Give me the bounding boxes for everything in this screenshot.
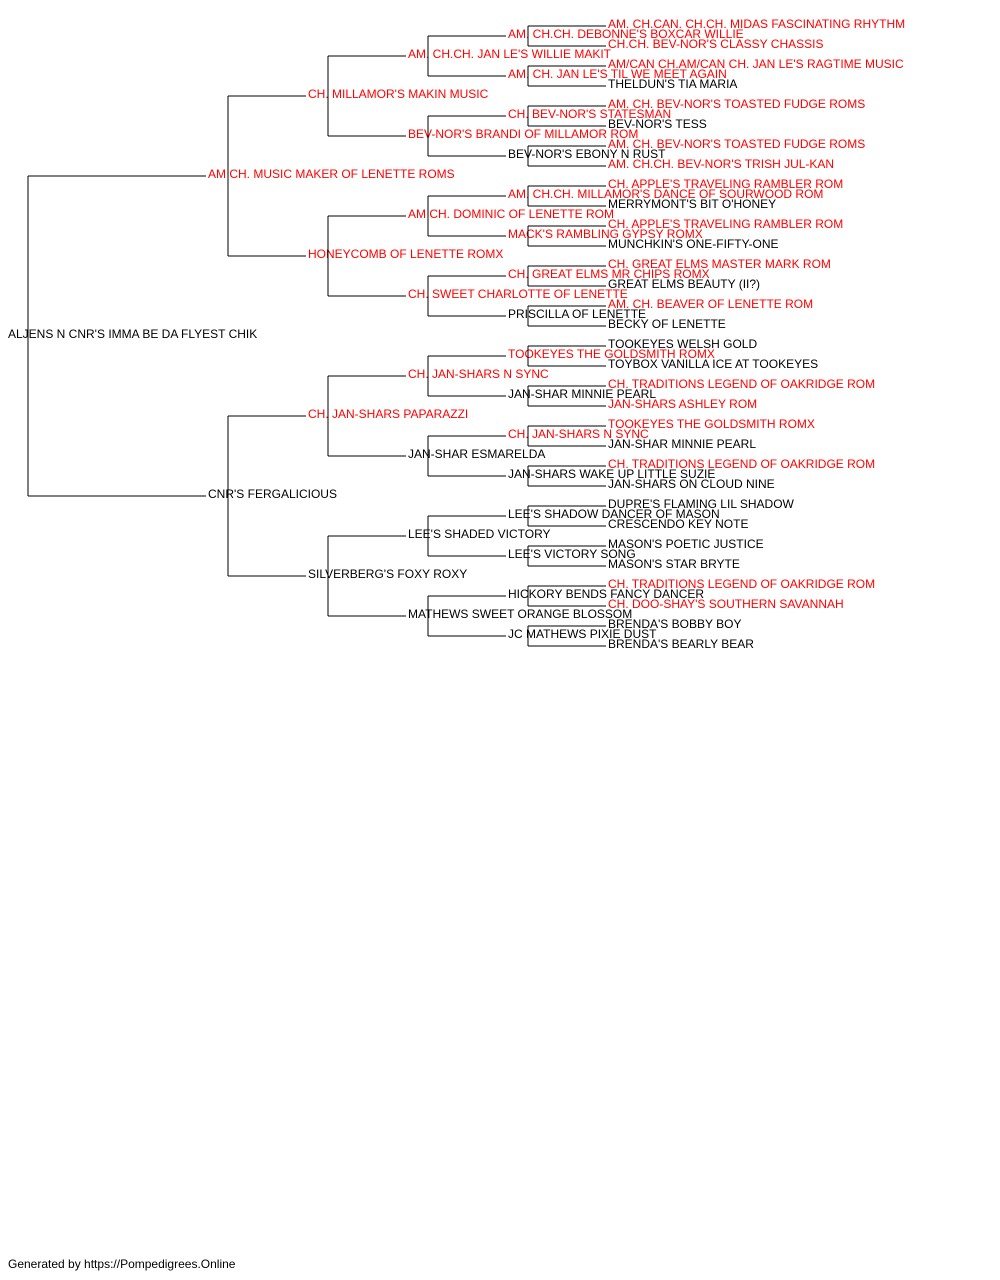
ancestor-name-gen2: CH. MILLAMOR'S MAKIN MUSIC bbox=[308, 87, 489, 101]
ancestor-name-gen5: MERRYMONT'S BIT O'HONEY bbox=[608, 197, 776, 211]
ancestor-name-gen3: AM CH. DOMINIC OF LENETTE ROM bbox=[408, 207, 614, 221]
ancestor-name-gen5: CH.CH. BEV-NOR'S CLASSY CHASSIS bbox=[608, 37, 823, 51]
ancestor-name-gen5: MASON'S STAR BRYTE bbox=[608, 557, 740, 571]
ancestor-name-gen5: AM. CH. BEV-NOR'S TOASTED FUDGE ROMS bbox=[608, 137, 865, 151]
ancestor-name-gen5: CH. GREAT ELMS MASTER MARK ROM bbox=[608, 257, 831, 271]
ancestor-name-gen5: CH. TRADITIONS LEGEND OF OAKRIDGE ROM bbox=[608, 457, 875, 471]
ancestor-name-gen5: GREAT ELMS BEAUTY (II?) bbox=[608, 277, 760, 291]
ancestor-name-gen5: AM/CAN CH.AM/CAN CH. JAN LE'S RAGTIME MU… bbox=[608, 57, 904, 71]
ancestor-name-gen5: CH. APPLE'S TRAVELING RAMBLER ROM bbox=[608, 177, 843, 191]
ancestor-name-gen4: HICKORY BENDS FANCY DANCER bbox=[508, 587, 704, 601]
ancestor-name-gen5: CH. DOO-SHAY'S SOUTHERN SAVANNAH bbox=[608, 597, 844, 611]
ancestor-name-gen5: MASON'S POETIC JUSTICE bbox=[608, 537, 764, 551]
ancestor-name-gen5: DUPRE'S FLAMING LIL SHADOW bbox=[608, 497, 795, 511]
ancestor-name-gen4: MACK'S RAMBLING GYPSY ROMX bbox=[508, 227, 703, 241]
ancestor-name-gen5: AM. CH. BEV-NOR'S TOASTED FUDGE ROMS bbox=[608, 97, 865, 111]
footer-credit: Generated by https://Pompedigrees.Online bbox=[8, 1257, 236, 1271]
ancestor-name-gen5: JAN-SHARS ASHLEY ROM bbox=[608, 397, 757, 411]
ancestor-name-gen5: CH. TRADITIONS LEGEND OF OAKRIDGE ROM bbox=[608, 377, 875, 391]
ancestor-name-gen4: LEE'S SHADOW DANCER OF MASON bbox=[508, 507, 720, 521]
ancestor-name-gen5: TOOKEYES WELSH GOLD bbox=[608, 337, 757, 351]
ancestor-name-gen4: CH. JAN-SHARS N SYNC bbox=[508, 427, 649, 441]
ancestor-name-gen5: MUNCHKIN'S ONE-FIFTY-ONE bbox=[608, 237, 779, 251]
ancestor-name-gen5: JAN-SHARS ON CLOUD NINE bbox=[608, 477, 775, 491]
ancestor-name-gen5: AM. CH.CH. BEV-NOR'S TRISH JUL-KAN bbox=[608, 157, 834, 171]
ancestor-name-gen4: LEE'S VICTORY SONG bbox=[508, 547, 636, 561]
ancestor-name-gen4: AM. CH.CH. MILLAMOR'S DANCE OF SOURWOOD … bbox=[508, 187, 823, 201]
ancestor-name-gen5: CRESCENDO KEY NOTE bbox=[608, 517, 748, 531]
ancestor-name-gen5: THELDUN'S TIA MARIA bbox=[608, 77, 737, 91]
ancestor-name-gen4: BEV-NOR'S EBONY N RUST bbox=[508, 147, 666, 161]
ancestor-name-gen3: LEE'S SHADED VICTORY bbox=[408, 527, 551, 541]
ancestor-name-gen4: AM. CH.CH. DEBONNE'S BOXCAR WILLIE bbox=[508, 27, 744, 41]
ancestor-name-gen1: AM CH. MUSIC MAKER OF LENETTE ROMS bbox=[208, 167, 455, 181]
ancestor-name-gen4: AM. CH. JAN LE'S TIL WE MEET AGAIN bbox=[508, 67, 727, 81]
ancestor-name-gen5: TOOKEYES THE GOLDSMITH ROMX bbox=[608, 417, 815, 431]
ancestor-name-gen4: CH. BEV-NOR'S STATESMAN bbox=[508, 107, 671, 121]
ancestor-name-gen3: AM. CH.CH. JAN LE'S WILLIE MAKIT bbox=[408, 47, 612, 61]
ancestor-name-gen4: JAN-SHARS WAKE UP LITTLE SUZIE bbox=[508, 467, 715, 481]
ancestor-name-gen3: BEV-NOR'S BRANDI OF MILLAMOR ROM bbox=[408, 127, 638, 141]
ancestor-name-gen5: AM. CH. BEAVER OF LENETTE ROM bbox=[608, 297, 813, 311]
ancestor-name-gen3: CH. SWEET CHARLOTTE OF LENETTE bbox=[408, 287, 628, 301]
ancestor-name-gen5: JAN-SHAR MINNIE PEARL bbox=[608, 437, 756, 451]
ancestor-name-gen5: CH. TRADITIONS LEGEND OF OAKRIDGE ROM bbox=[608, 577, 875, 591]
ancestor-name-gen2: HONEYCOMB OF LENETTE ROMX bbox=[308, 247, 503, 261]
ancestor-name-gen3: JAN-SHAR ESMARELDA bbox=[408, 447, 545, 461]
ancestor-name-gen5: CH. APPLE'S TRAVELING RAMBLER ROM bbox=[608, 217, 843, 231]
ancestor-name-gen2: SILVERBERG'S FOXY ROXY bbox=[308, 567, 467, 581]
ancestor-name-gen4: CH. GREAT ELMS MR CHIPS ROMX bbox=[508, 267, 710, 281]
ancestor-name-gen1: CNR'S FERGALICIOUS bbox=[208, 487, 337, 501]
ancestor-name-gen4: TOOKEYES THE GOLDSMITH ROMX bbox=[508, 347, 715, 361]
ancestor-name-gen3: MATHEWS SWEET ORANGE BLOSSOM bbox=[408, 607, 632, 621]
ancestor-name-gen5: BEV-NOR'S TESS bbox=[608, 117, 707, 131]
ancestor-name-gen4: JAN-SHAR MINNIE PEARL bbox=[508, 387, 656, 401]
ancestor-name-gen4: PRISCILLA OF LENETTE bbox=[508, 307, 646, 321]
ancestor-name-gen4: JC MATHEWS PIXIE DUST bbox=[508, 627, 657, 641]
ancestor-name-gen5: BRENDA'S BOBBY BOY bbox=[608, 617, 741, 631]
subject-dog-name: ALJENS N CNR'S IMMA BE DA FLYEST CHIK bbox=[8, 327, 257, 341]
ancestor-name-gen5: BECKY OF LENETTE bbox=[608, 317, 726, 331]
ancestor-name-gen5: BRENDA'S BEARLY BEAR bbox=[608, 637, 754, 651]
ancestor-name-gen5: TOYBOX VANILLA ICE AT TOOKEYES bbox=[608, 357, 818, 371]
ancestor-name-gen3: CH. JAN-SHARS N SYNC bbox=[408, 367, 549, 381]
ancestor-name-gen5: AM. CH.CAN. CH.CH. MIDAS FASCINATING RHY… bbox=[608, 17, 905, 31]
ancestor-name-gen2: CH. JAN-SHARS PAPARAZZI bbox=[308, 407, 468, 421]
